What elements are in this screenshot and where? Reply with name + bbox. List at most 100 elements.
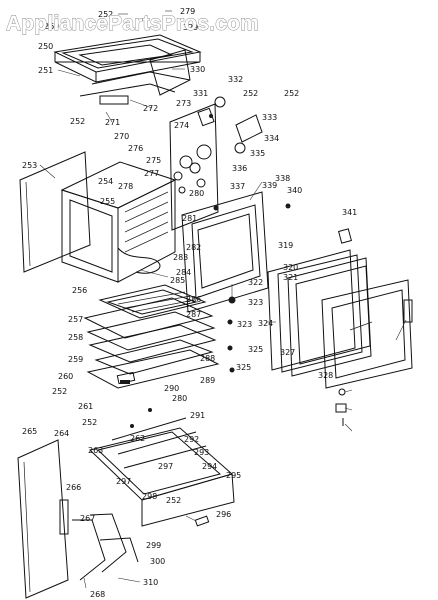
part-label: 271 bbox=[105, 118, 120, 127]
watermark-text: AppliancePartsPros.com bbox=[6, 12, 259, 35]
part-label: 323 bbox=[237, 320, 252, 329]
left-side-panel bbox=[19, 151, 91, 273]
part-label: 289 bbox=[200, 376, 215, 385]
part-label: 285 bbox=[170, 276, 185, 285]
part-label: 291 bbox=[190, 411, 205, 420]
leader-lines bbox=[39, 10, 407, 589]
part-label: 294 bbox=[202, 462, 217, 471]
part-label: 298 bbox=[142, 492, 157, 501]
part-label: 251 bbox=[38, 66, 53, 75]
part-label: 292 bbox=[184, 435, 199, 444]
part-label: 267 bbox=[80, 514, 95, 523]
storage-drawer bbox=[88, 417, 235, 527]
part-label: 252 bbox=[70, 117, 85, 126]
part-label: 253 bbox=[22, 161, 37, 170]
door-frame-center bbox=[181, 191, 269, 313]
part-label: 265 bbox=[22, 427, 37, 436]
part-label: 280 bbox=[172, 394, 187, 403]
back-panel bbox=[169, 103, 219, 231]
part-label: 280 bbox=[189, 189, 204, 198]
part-label: 296 bbox=[216, 510, 231, 519]
oven-door-assembly bbox=[267, 249, 413, 389]
part-label: 295 bbox=[226, 471, 241, 480]
small-parts-cluster bbox=[116, 203, 291, 428]
part-label: 330 bbox=[190, 65, 205, 74]
part-label: 283 bbox=[173, 253, 188, 262]
part-label: 325 bbox=[236, 363, 251, 372]
part-label: 266 bbox=[66, 483, 81, 492]
part-label: 297 bbox=[158, 462, 173, 471]
part-label: 261 bbox=[78, 402, 93, 411]
part-label: 269 bbox=[44, 22, 59, 31]
part-label: 279 bbox=[180, 7, 195, 16]
part-label: 341 bbox=[342, 208, 357, 217]
part-label: 327 bbox=[280, 348, 295, 357]
thermostat-knob-assembly bbox=[197, 96, 263, 154]
cooktop-element-bracket bbox=[79, 49, 191, 105]
part-label: 255 bbox=[100, 197, 115, 206]
part-label: 264 bbox=[54, 429, 69, 438]
part-label: 319 bbox=[278, 241, 293, 250]
part-label: 333 bbox=[262, 113, 277, 122]
part-label: 332 bbox=[228, 75, 243, 84]
part-label: 275 bbox=[146, 156, 161, 165]
part-label: 278 bbox=[118, 182, 133, 191]
part-label: 339 bbox=[262, 181, 277, 190]
part-label: 324 bbox=[258, 319, 273, 328]
part-label: 325 bbox=[248, 345, 263, 354]
part-label: 290 bbox=[164, 384, 179, 393]
part-label: 334 bbox=[264, 134, 279, 143]
part-label: 252 bbox=[284, 89, 299, 98]
part-label: 259 bbox=[68, 355, 83, 364]
drawer-rails bbox=[59, 499, 210, 581]
part-label: 270 bbox=[114, 132, 129, 141]
part-label: 256 bbox=[72, 286, 87, 295]
part-label: 274 bbox=[174, 121, 189, 130]
part-label: 286 bbox=[186, 295, 201, 304]
door-handle-hardware bbox=[335, 228, 413, 426]
part-label: 299 bbox=[146, 541, 161, 550]
part-label: 252 bbox=[166, 496, 181, 505]
part-label: 284 bbox=[176, 268, 191, 277]
part-label: 335 bbox=[250, 149, 265, 158]
part-label: 329 bbox=[183, 23, 198, 32]
part-label: 320 bbox=[283, 263, 298, 272]
part-label: 337 bbox=[230, 182, 245, 191]
part-label: 322 bbox=[248, 278, 263, 287]
part-label: 260 bbox=[58, 372, 73, 381]
part-labels: 252 279 269 329 250 330 251 272 271 252 … bbox=[22, 7, 357, 599]
part-label: 293 bbox=[194, 448, 209, 457]
part-label: 288 bbox=[200, 354, 215, 363]
part-label: 252 bbox=[243, 89, 258, 98]
part-label: 300 bbox=[150, 557, 165, 566]
part-label: 276 bbox=[128, 144, 143, 153]
part-label: 262 bbox=[130, 434, 145, 443]
part-label: 282 bbox=[186, 243, 201, 252]
part-label: 250 bbox=[38, 42, 53, 51]
broiler-pan bbox=[83, 284, 220, 389]
part-label: 254 bbox=[98, 177, 113, 186]
part-label: 297 bbox=[116, 477, 131, 486]
part-label: 331 bbox=[193, 89, 208, 98]
part-label: 252 bbox=[82, 418, 97, 427]
part-label: 263 bbox=[88, 446, 103, 455]
part-label: 310 bbox=[143, 578, 158, 587]
lower-front-panel bbox=[17, 439, 69, 599]
part-label: 287 bbox=[186, 310, 201, 319]
part-label: 281 bbox=[182, 214, 197, 223]
part-label: 272 bbox=[143, 104, 158, 113]
part-label: 321 bbox=[283, 273, 298, 282]
part-label: 336 bbox=[232, 164, 247, 173]
part-label: 340 bbox=[287, 186, 302, 195]
part-label: 252 bbox=[52, 387, 67, 396]
part-label: 328 bbox=[318, 371, 333, 380]
part-label: 338 bbox=[275, 174, 290, 183]
part-label: 252 bbox=[98, 10, 113, 19]
part-label: 277 bbox=[144, 169, 159, 178]
part-label: 257 bbox=[68, 315, 83, 324]
part-label: 268 bbox=[90, 590, 105, 599]
part-label: 323 bbox=[248, 298, 263, 307]
oven-cavity-liner bbox=[60, 161, 177, 283]
